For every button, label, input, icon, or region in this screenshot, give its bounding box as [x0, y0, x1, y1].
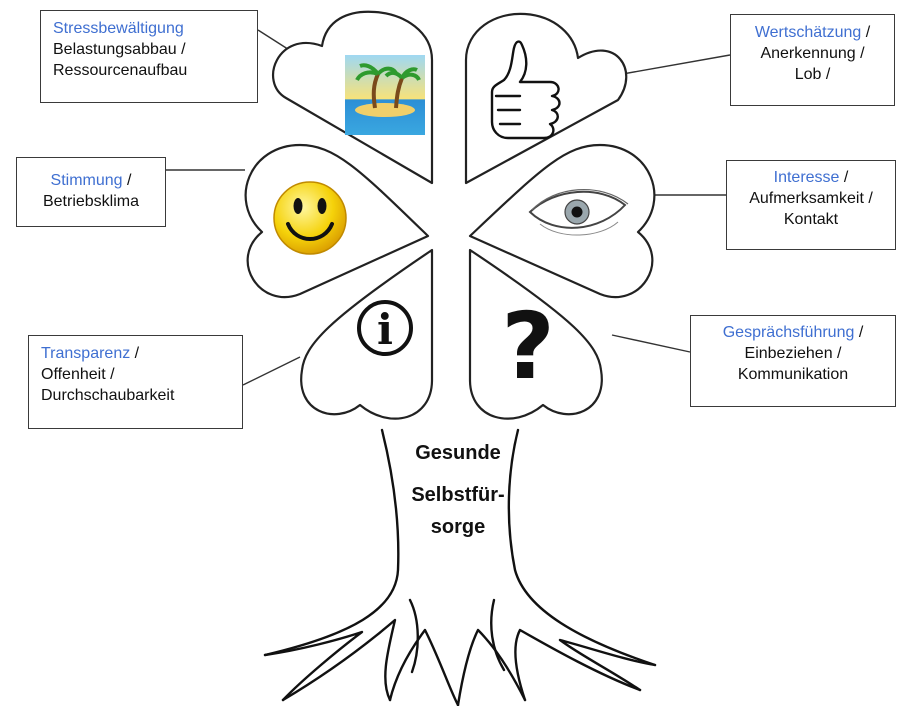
conversation-line-2: Einbeziehen / — [744, 345, 842, 362]
eye-icon — [528, 188, 629, 236]
heading-stress: Stressbewältigung — [53, 20, 184, 37]
appreciation-line-2: Anerkennung / — [760, 45, 865, 62]
heading-appreciation: Wertschätzung — [754, 24, 862, 41]
heading-conversation: Gesprächsführung — [722, 324, 855, 341]
heading-appreciation-sep: / — [861, 24, 871, 41]
transparency-line-3: Durchschaubarkeit — [41, 387, 175, 404]
heading-interest: Interesse — [773, 169, 840, 186]
heading-conversation-sep: / — [854, 324, 864, 341]
heading-transparency: Transparenz — [41, 345, 131, 362]
callout-interest: Interesse / Aufmerksamkeit / Kontakt — [726, 160, 896, 250]
callout-stress: Stressbewältigung Belastungsabbau / Ress… — [40, 10, 258, 103]
trunk-label-1: Gesunde — [415, 442, 501, 464]
transparency-line-2: Offenheit / — [41, 366, 115, 383]
heading-mood-sep: / — [122, 172, 132, 189]
trunk-label-3: sorge — [430, 516, 486, 538]
trunk-label-2: Selbstfür- — [411, 484, 505, 506]
callout-transparency: Transparenz / Offenheit / Durchschaubark… — [28, 335, 243, 429]
stress-line-3: Ressourcenaufbau — [53, 62, 188, 79]
stress-line-2: Belastungsabbau / — [53, 41, 186, 58]
heading-mood: Stimmung — [50, 172, 123, 189]
callout-appreciation: Wertschätzung / Anerkennung / Lob / — [730, 14, 895, 106]
heading-transparency-sep: / — [130, 345, 140, 362]
smiley-icon — [273, 181, 347, 255]
interest-line-2: Aufmerksamkeit / — [749, 190, 873, 207]
callout-mood: Stimmung / Betriebsklima — [16, 157, 166, 227]
connector-transparency — [242, 356, 301, 386]
mood-line-2: Betriebsklima — [42, 193, 140, 210]
island-icon — [345, 55, 425, 135]
callout-conversation: Gesprächsführung / Einbeziehen / Kommuni… — [690, 315, 896, 407]
tree-trunk — [263, 428, 657, 706]
leaf-appreciation — [464, 12, 628, 185]
interest-line-3: Kontakt — [783, 211, 839, 228]
heading-interest-sep: / — [839, 169, 849, 186]
thumbs-up-icon — [490, 40, 561, 140]
question-mark-icon: ? — [501, 293, 554, 400]
conversation-line-3: Kommunikation — [737, 366, 849, 383]
appreciation-line-3: Lob / — [794, 66, 831, 83]
leaf-conversation — [468, 248, 603, 420]
info-icon: i — [357, 300, 413, 356]
connector-conversation — [611, 334, 691, 353]
info-glyph: i — [377, 305, 393, 354]
